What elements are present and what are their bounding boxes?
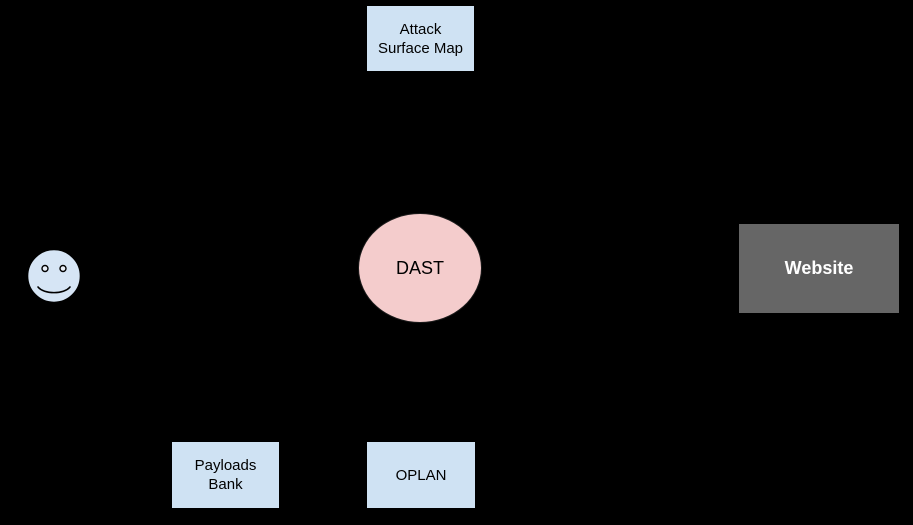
node-payloads-bank: Payloads Bank — [171, 441, 280, 509]
smiley-face-icon — [26, 248, 82, 304]
node-dast: DAST — [358, 213, 482, 323]
node-oplan: OPLAN — [366, 441, 476, 509]
node-website: Website — [739, 224, 899, 313]
node-attack-surface-map: Attack Surface Map — [366, 5, 475, 72]
